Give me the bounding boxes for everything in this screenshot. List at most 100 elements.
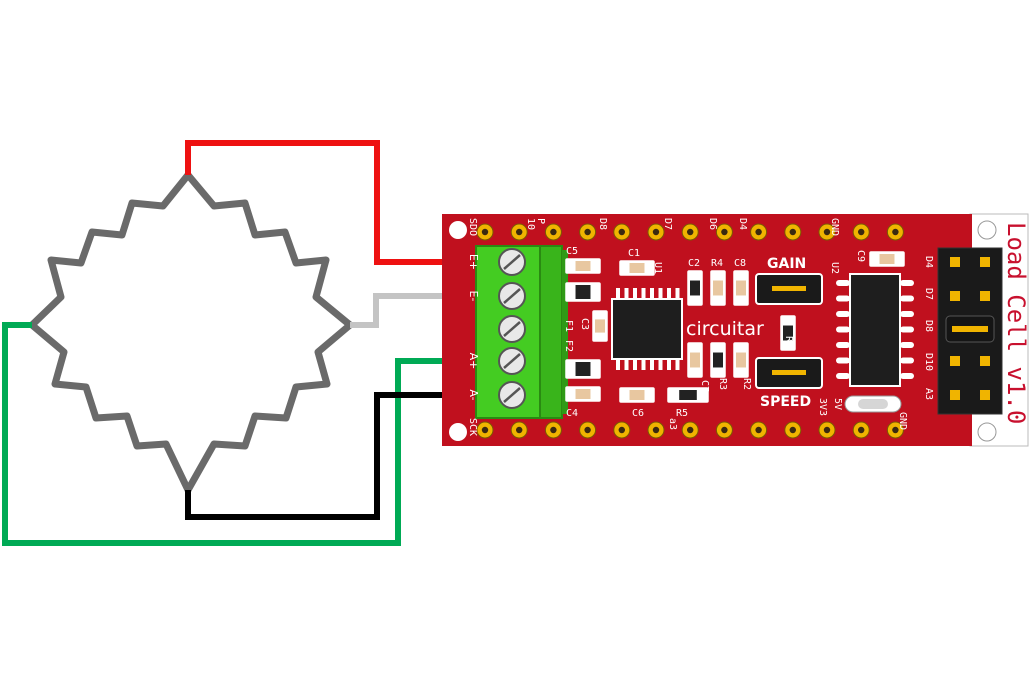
- silk-label: R2: [741, 378, 752, 390]
- component-label: R4: [711, 258, 723, 269]
- grey-wire-excitation-minus: [350, 293, 462, 328]
- smd-part: [592, 310, 608, 342]
- silk-label: D8: [597, 218, 608, 230]
- ic-u2: [836, 273, 914, 387]
- silk-label: D8: [923, 320, 934, 332]
- smd-part: [780, 315, 796, 351]
- silk-label: U2: [829, 262, 840, 274]
- header-pin: [950, 356, 960, 366]
- silk-label: A3: [923, 388, 934, 400]
- header-pad: [886, 421, 904, 439]
- silk-label: U1: [652, 262, 663, 274]
- mounting-hole: [977, 220, 997, 240]
- red-wire-excitation-plus: [185, 140, 462, 265]
- header-pin: [980, 390, 990, 400]
- terminal-screw[interactable]: [498, 248, 526, 276]
- silk-label: 10: [525, 218, 536, 230]
- component-label: C4: [566, 408, 578, 419]
- screw-terminal-block[interactable]: [475, 245, 568, 419]
- header-pad: [750, 223, 768, 241]
- smd-part: [687, 342, 703, 378]
- terminal-screw[interactable]: [498, 282, 526, 310]
- silk-label: C7: [699, 380, 710, 392]
- speed-jumper[interactable]: SPEED: [755, 357, 823, 410]
- header-pad: [852, 421, 870, 439]
- silk-label: GND: [897, 412, 908, 430]
- silk-label: 3V3: [817, 398, 828, 416]
- header-pad: [750, 421, 768, 439]
- mounting-hole: [449, 423, 467, 441]
- header-pad: [715, 421, 733, 439]
- terminal-label-e-plus: E+: [467, 254, 480, 270]
- smd-part: [710, 270, 726, 306]
- terminal-screw[interactable]: [498, 347, 526, 375]
- black-wire-signal-minus: [185, 392, 462, 520]
- load-cell-module-board: E+ E- A+ A- circuitar GAIN SPEED: [442, 213, 1030, 447]
- silk-label: SDO: [467, 218, 478, 236]
- header-pad: [579, 223, 597, 241]
- silk-label: C3: [579, 318, 590, 330]
- silk-label: R3: [717, 378, 728, 390]
- header-pad: [613, 223, 631, 241]
- bridge-resistor-top-right: [184, 171, 354, 329]
- silk-label: D10: [923, 353, 934, 371]
- smd-components: [565, 251, 905, 403]
- bridge-resistor-top-left: [28, 171, 192, 329]
- silk-label: D4: [923, 256, 934, 268]
- smd-part: [565, 386, 601, 402]
- header-pad: [647, 421, 665, 439]
- header-pad: [715, 223, 733, 241]
- component-label: C8: [734, 258, 746, 269]
- bottom-header-pads: [476, 421, 904, 439]
- silk-label: P: [535, 218, 546, 224]
- green-wire-signal-plus: [2, 322, 462, 546]
- terminal-screw[interactable]: [498, 381, 526, 409]
- header-pad: [510, 223, 528, 241]
- smd-part: [619, 387, 655, 403]
- header-pin: [980, 356, 990, 366]
- top-header-pads: [476, 223, 904, 241]
- smd-part: [733, 342, 749, 378]
- silk-label: D4: [737, 218, 748, 230]
- silk-label: a3: [667, 418, 678, 430]
- header-pad: [681, 223, 699, 241]
- smd-part: [687, 270, 703, 306]
- wheatstone-bridge: [28, 171, 354, 494]
- header-pin: [950, 257, 960, 267]
- silk-label: D6: [707, 218, 718, 230]
- header-pad: [544, 223, 562, 241]
- header-pad: [886, 223, 904, 241]
- silk-label: F2: [563, 340, 574, 352]
- header-pad: [579, 421, 597, 439]
- smd-part: [869, 251, 905, 267]
- silk-label: R1: [783, 336, 794, 348]
- header-pad: [613, 421, 631, 439]
- gain-jumper[interactable]: GAIN: [755, 256, 823, 305]
- header-pad: [476, 223, 494, 241]
- mounting-hole: [977, 422, 997, 442]
- header-pad: [510, 421, 528, 439]
- silk-label: SCK: [467, 418, 478, 436]
- header-pad: [818, 421, 836, 439]
- right-pin-header[interactable]: [937, 247, 1003, 415]
- terminal-screw[interactable]: [498, 315, 526, 343]
- terminal-label-a-minus: A-: [467, 389, 480, 400]
- header-pad: [681, 421, 699, 439]
- gain-label: GAIN: [767, 256, 806, 272]
- board-title: Load Cell v1.0: [1002, 222, 1030, 424]
- silk-label: 5V: [832, 398, 843, 410]
- terminal-label-e-minus: E-: [467, 291, 480, 302]
- ic-u1: [611, 288, 683, 370]
- bottom-pin-labels: SCK a3 3V3 5V GND: [467, 398, 908, 436]
- mounting-hole: [449, 221, 467, 239]
- header-pad: [818, 223, 836, 241]
- smd-part: [565, 282, 601, 302]
- smd-part: [619, 260, 655, 276]
- smd-part: [565, 359, 601, 379]
- smd-part: [710, 342, 726, 378]
- header-pad: [647, 223, 665, 241]
- header-pad: [784, 421, 802, 439]
